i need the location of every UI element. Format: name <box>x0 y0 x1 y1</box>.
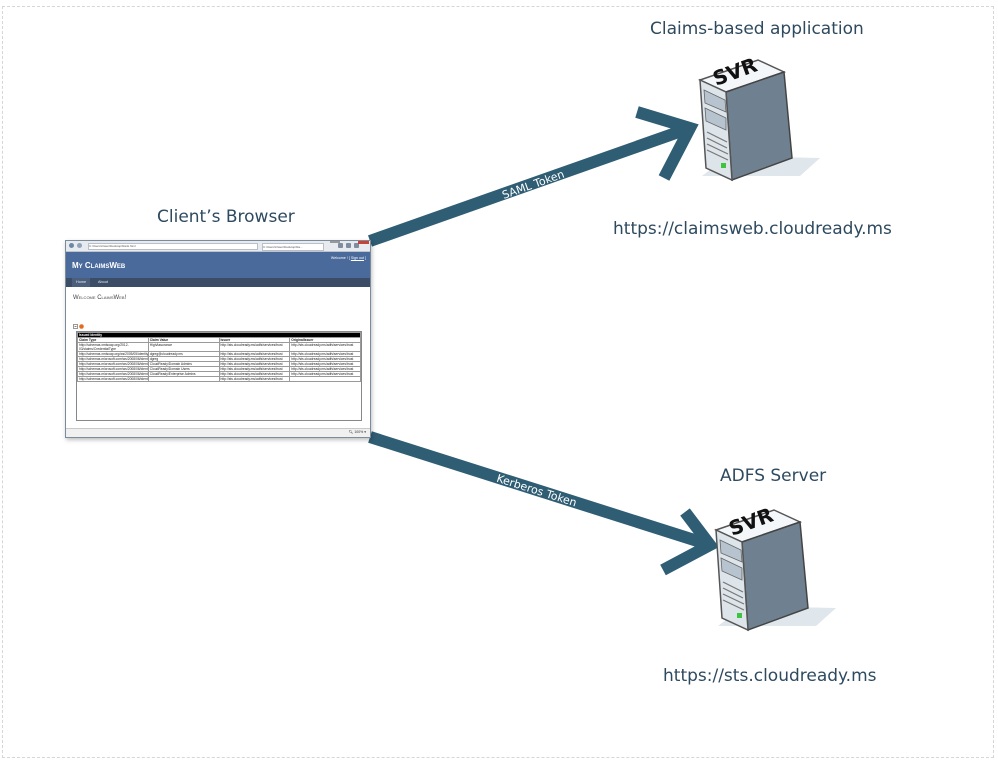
table-cell: http://sts.cloudready.ms/adfs/services/t… <box>289 366 361 372</box>
back-icon[interactable] <box>69 243 74 248</box>
table-cell: http://schemas.microsoft.com/ws/2008/06/… <box>77 361 149 367</box>
diagram-frame <box>2 6 994 758</box>
claims-app-server-icon: SVR <box>697 53 820 182</box>
status-led-icon <box>721 163 726 168</box>
site-title: My ClaimsWeb <box>72 261 126 270</box>
status-led-icon <box>737 613 742 618</box>
table-cell <box>289 376 361 382</box>
adfs-server-icon: SVR <box>713 503 836 632</box>
table-cell: http://schemas.xmlsoap.org/ws/2005/05/id… <box>77 351 149 357</box>
table-cell: http://sts.cloudready.ms/adfs/services/t… <box>289 371 361 377</box>
table-cell: http://sts.cloudready.ms/adfs/services/t… <box>218 361 291 367</box>
expand-icon[interactable] <box>73 324 78 329</box>
table-cell: http://schemas.microsoft.com/ws/2008/06/… <box>77 371 149 377</box>
table-cell: http://sts.cloudready.ms/adfs/services/t… <box>289 361 361 367</box>
saml-token-label: SAML Token <box>500 168 566 202</box>
kerberos-token-arrow: Kerberos Token <box>368 431 720 576</box>
table-cell: http://sts.cloudready.ms/adfs/services/t… <box>289 342 361 352</box>
table-cell: http://sts.cloudready.ms/adfs/services/t… <box>289 351 361 357</box>
browser-label: Client’s Browser <box>157 207 295 227</box>
favorites-icon[interactable] <box>346 243 351 248</box>
page-content: Welcome ClaimsWeb! Issued Identity Claim… <box>66 287 370 427</box>
table-cell: http://sts.cloudready.ms/adfs/services/t… <box>218 351 291 357</box>
menu-item-about[interactable]: About <box>98 280 108 284</box>
table-cell <box>147 376 220 382</box>
adfs-server-label: ADFS Server <box>720 466 827 486</box>
browser-chrome: C:\Users\Owen\Desktop\blank.html C:\User… <box>66 241 370 252</box>
table-row: http://schemas.microsoft.com/ws/2008/06/… <box>77 376 361 382</box>
claims-app-label: Claims-based application <box>650 19 864 39</box>
table-cell: http://schemas.microsoft.com/ws/2008/06/… <box>77 376 149 382</box>
table-cell: http://sts.cloudready.ms/adfs/services/t… <box>218 366 291 372</box>
menu-item-home[interactable]: Home <box>72 278 91 287</box>
zoom-level[interactable]: 🔍︎ 100% ▾ <box>348 430 366 434</box>
site-menu: Home About <box>66 278 370 287</box>
status-bar: 🔍︎ 100% ▾ <box>66 428 370 437</box>
gear-icon[interactable] <box>354 243 359 248</box>
table-row: http://schemas.xmlsoap.org/ws/2005/05/id… <box>77 351 361 357</box>
adfs-server-url: https://sts.cloudready.ms <box>663 666 877 686</box>
forward-icon[interactable] <box>77 243 82 248</box>
table-cell: http://sts.cloudready.ms/adfs/services/t… <box>218 371 291 377</box>
table-cell: http://schemas.microsoft.com/ws/2008/06/… <box>77 366 149 372</box>
kerberos-token-label: Kerberos Token <box>495 472 578 510</box>
table-cell: http://schemas.microsoft.com/ws/2008/06/… <box>77 356 149 362</box>
welcome-text: Welcome ! [ Sign out ] <box>330 256 366 260</box>
zoom-icon: 🔍︎ <box>348 430 354 434</box>
sign-out-link[interactable]: Sign out <box>350 256 364 260</box>
table-row: http://schemas.xmlsoap.org/2012-03/claim… <box>77 342 361 352</box>
table-cell: http://sts.cloudready.ms/adfs/services/t… <box>218 376 291 382</box>
minimize-icon[interactable] <box>330 241 340 243</box>
table-cell: HighAssurance <box>147 342 220 352</box>
table-cell: http://sts.cloudready.ms/adfs/services/t… <box>218 342 291 352</box>
browser-tab[interactable]: C:\Users\Owen\Desktop\bla... <box>262 243 324 251</box>
claims-table: Issued Identity Claim Type Claim Value I… <box>76 331 362 421</box>
page-heading: Welcome ClaimsWeb! <box>73 295 127 301</box>
table-cell: http://schemas.xmlsoap.org/2012-03/claim… <box>77 342 149 352</box>
claims-app-url: https://claimsweb.cloudready.ms <box>613 219 892 239</box>
identity-icon <box>79 324 84 329</box>
site-header: My ClaimsWeb Welcome ! [ Sign out ] <box>66 252 370 278</box>
table-cell: http://sts.cloudready.ms/adfs/services/t… <box>289 356 361 362</box>
close-icon[interactable] <box>358 241 369 244</box>
address-bar[interactable]: C:\Users\Owen\Desktop\blank.html <box>88 243 258 250</box>
table-cell: http://sts.cloudready.ms/adfs/services/t… <box>218 356 291 362</box>
home-icon[interactable] <box>338 243 343 248</box>
browser-window: C:\Users\Owen\Desktop\blank.html C:\User… <box>65 240 371 438</box>
